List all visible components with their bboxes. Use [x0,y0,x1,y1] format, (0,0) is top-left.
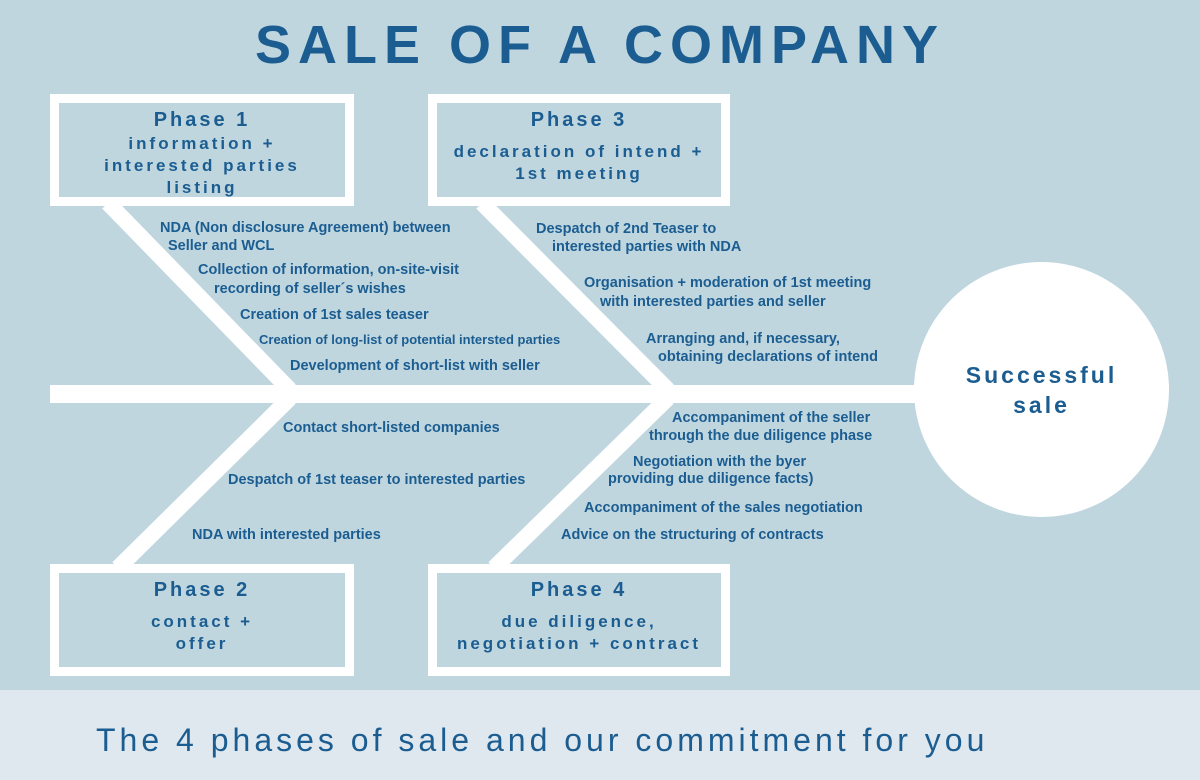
phase-1-item: NDA (Non disclosure Agreement) between [160,220,451,236]
phase-2-item: Despatch of 1st teaser to interested par… [228,472,526,488]
phase-4-item: providing due diligence facts) [608,471,814,487]
phase-4-item: through the due diligence phase [649,428,873,444]
phase-3-item: with interested parties and seller [600,294,826,310]
goal-circle: Successful sale [914,262,1169,517]
phase-1-item: Collection of information, on-site-visit [198,262,459,278]
bone-phase-3 [476,197,674,396]
phase-1-item: Creation of long-list of potential inter… [259,332,561,347]
bone-phase-1 [102,197,296,396]
phase-4-item: Advice on the structuring of contracts [561,527,824,543]
bone-phase-2 [112,392,296,574]
phase-1-item: Creation of 1st sales teaser [240,307,429,323]
phase-2-label: Phase 2 [153,579,251,601]
phase-3-item: Despatch of 2nd Teaser to [536,221,717,237]
phase-1-label: Phase 1 [153,109,251,131]
phase-3-item: Arranging and, if necessary, [646,331,840,347]
phase-2-description: contact + offer [150,612,254,653]
phase-3-item: obtaining declarations of intend [658,349,878,365]
phase-1-box: Phase 1 information + interested parties… [50,94,354,206]
phase-4-item: Accompaniment of the seller [672,410,871,426]
footer-text: The 4 phases of sale and our commitment … [96,722,989,758]
phase-3-box: Phase 3 declaration of intend + 1st meet… [428,94,730,206]
phase-1-description: information + interested parties listing [104,134,300,197]
phase-4-label: Phase 4 [530,579,628,601]
page-title: SALE OF A COMPANY [254,15,945,75]
phase-4-description: due diligence, negotiation + contract [456,612,702,653]
phase-1-item: Development of short-list with seller [290,358,540,374]
phase-3-description: declaration of intend + 1st meeting [453,142,705,183]
phase-2-box: Phase 2 contact + offer [50,564,354,676]
goal-label: Successful sale [965,361,1118,418]
phase-4-box: Phase 4 due diligence, negotiation + con… [428,564,730,676]
phase-3-item: interested parties with NDA [552,239,742,255]
phase-2-item: NDA with interested parties [192,527,381,543]
footer-band [0,690,1200,780]
phase-4-item: Negotiation with the byer [633,454,807,470]
phase-1-item: recording of seller´s wishes [214,281,406,297]
phase-3-item: Organisation + moderation of 1st meeting [584,275,872,291]
phase-3-label: Phase 3 [530,109,628,131]
phase-4-item: Accompaniment of the sales negotiation [584,500,863,516]
bone-phase-4 [488,392,674,574]
phase-2-item: Contact short-listed companies [283,420,500,436]
phase-1-item: Seller and WCL [168,238,275,254]
